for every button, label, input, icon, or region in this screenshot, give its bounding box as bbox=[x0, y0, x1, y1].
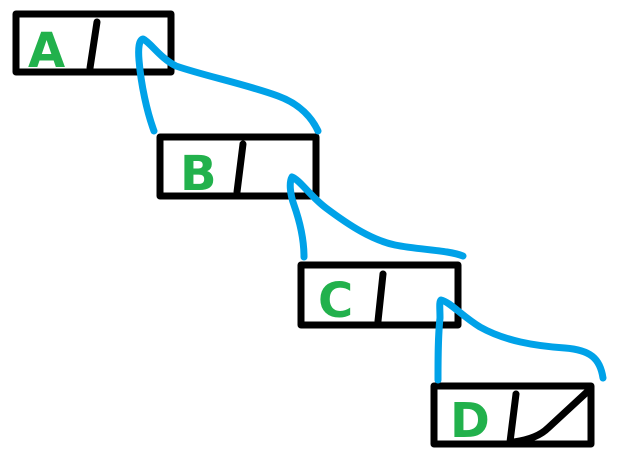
node-d-label: D bbox=[450, 393, 490, 449]
node-c-label: C bbox=[318, 273, 353, 329]
node-d-null-pointer bbox=[510, 388, 591, 446]
node-b-label: B bbox=[180, 146, 217, 202]
node-d: D bbox=[430, 382, 595, 449]
node-b-divider bbox=[233, 140, 247, 196]
node-c: C bbox=[297, 261, 462, 329]
pointer-a-to-b bbox=[135, 35, 322, 135]
node-a-label: A bbox=[28, 23, 65, 79]
node-c-divider bbox=[374, 270, 387, 325]
pointer-c-to-d bbox=[434, 296, 607, 384]
pointer-b-to-c bbox=[286, 173, 467, 261]
node-d-divider bbox=[506, 390, 520, 446]
node-a-divider bbox=[86, 18, 101, 72]
